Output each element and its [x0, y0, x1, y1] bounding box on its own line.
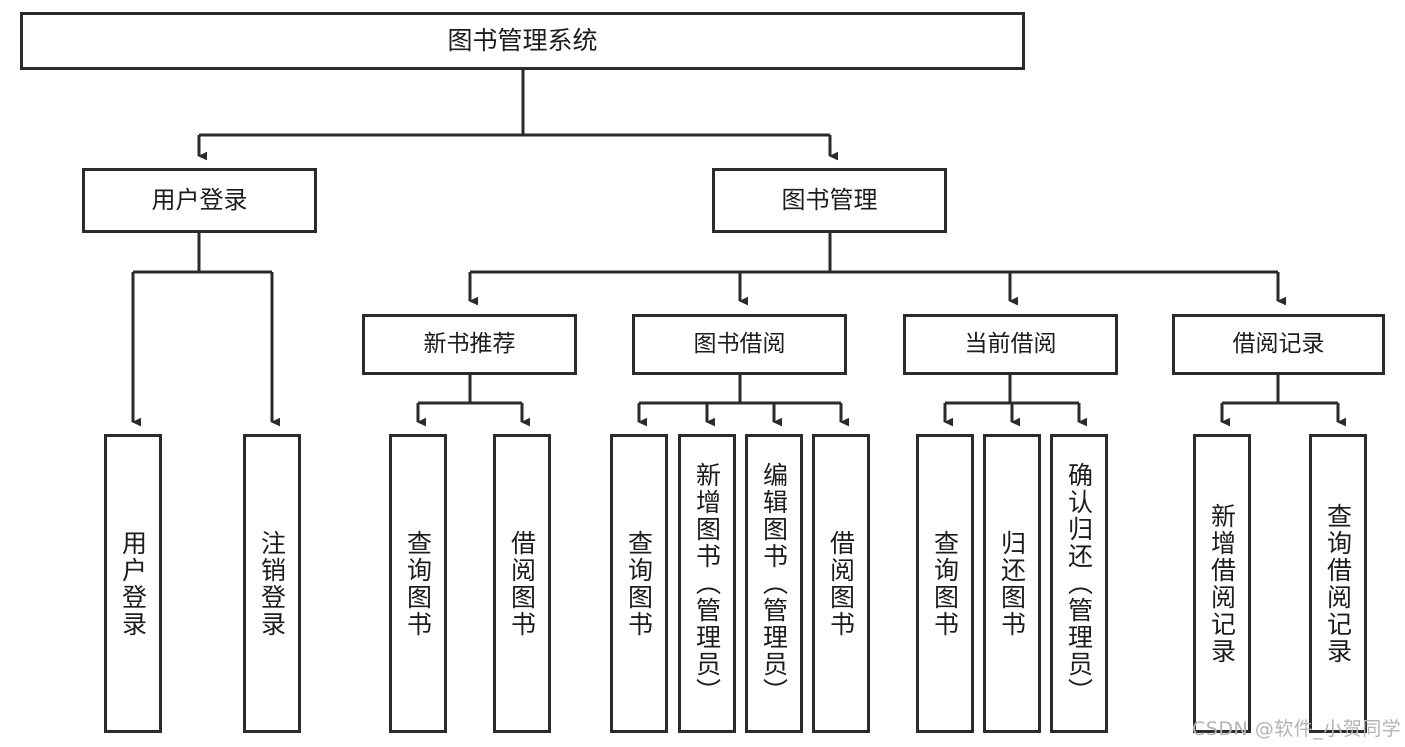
node-label: 用户登录: [151, 186, 248, 215]
node-label: 查询图书: [930, 529, 960, 638]
node-label: 查询借阅记录: [1323, 502, 1353, 665]
node-leaf-add-record[interactable]: 新增借阅记录: [1193, 434, 1251, 733]
node-leaf-query-book-2[interactable]: 查询图书: [610, 434, 668, 733]
node-borrow-record[interactable]: 借阅记录: [1172, 314, 1385, 375]
node-root-system[interactable]: 图书管理系统: [20, 12, 1025, 70]
node-label: 查询图书: [624, 529, 654, 638]
node-leaf-logout[interactable]: 注销登录: [243, 434, 301, 733]
node-label: 新书推荐: [423, 330, 516, 357]
node-label: 确认归还（管理员）: [1064, 462, 1094, 705]
csdn-watermark: CSDN @软件_小贺同学: [1192, 718, 1402, 740]
node-label: 查询图书: [403, 529, 433, 638]
node-leaf-query-book-1[interactable]: 查询图书: [389, 434, 447, 733]
node-label: 新增图书（管理员）: [692, 462, 722, 705]
node-label: 借阅图书: [507, 529, 537, 638]
node-label: 借阅图书: [826, 529, 856, 638]
node-label: 图书管理: [781, 186, 878, 215]
node-label: 用户登录: [118, 529, 148, 638]
node-leaf-add-book[interactable]: 新增图书（管理员）: [678, 434, 736, 733]
node-user-login[interactable]: 用户登录: [82, 168, 317, 233]
node-leaf-borrow-book-2[interactable]: 借阅图书: [812, 434, 870, 733]
node-new-book-rec[interactable]: 新书推荐: [362, 314, 577, 375]
node-label: 注销登录: [257, 529, 287, 638]
node-label: 借阅记录: [1232, 330, 1325, 357]
node-leaf-query-record[interactable]: 查询借阅记录: [1309, 434, 1367, 733]
node-leaf-edit-book[interactable]: 编辑图书（管理员）: [745, 434, 803, 733]
node-leaf-return-book[interactable]: 归还图书: [983, 434, 1041, 733]
node-label: 图书借阅: [693, 330, 786, 357]
node-label: 归还图书: [997, 529, 1027, 638]
node-leaf-borrow-book-1[interactable]: 借阅图书: [493, 434, 551, 733]
node-leaf-query-book-3[interactable]: 查询图书: [916, 434, 974, 733]
node-label: 图书管理系统: [447, 26, 598, 55]
node-label: 当前借阅: [964, 330, 1057, 357]
node-label: 编辑图书（管理员）: [759, 462, 789, 705]
node-label: 新增借阅记录: [1207, 502, 1237, 665]
node-leaf-confirm-return[interactable]: 确认归还（管理员）: [1050, 434, 1108, 733]
node-book-borrow[interactable]: 图书借阅: [632, 314, 847, 375]
node-current-borrow[interactable]: 当前借阅: [903, 314, 1118, 375]
node-book-manage[interactable]: 图书管理: [712, 168, 947, 233]
node-leaf-user-login[interactable]: 用户登录: [104, 434, 162, 733]
